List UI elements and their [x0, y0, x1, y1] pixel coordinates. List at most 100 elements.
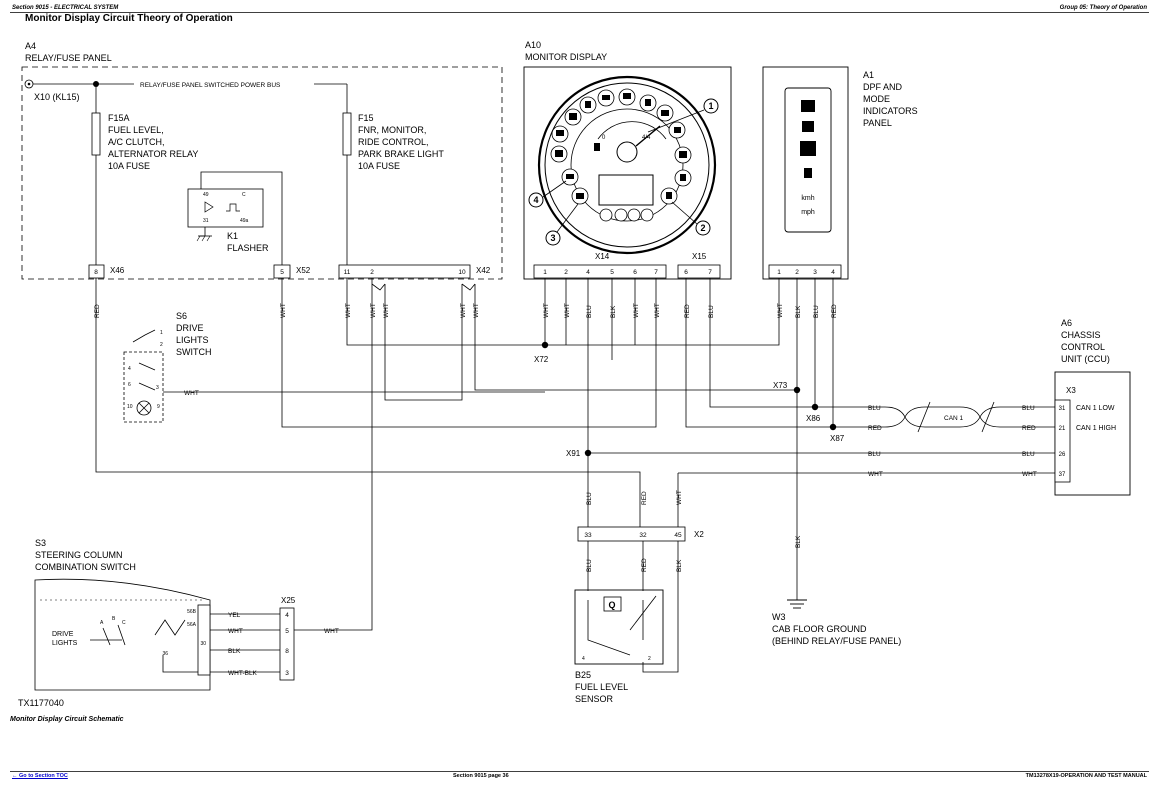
svg-text:31: 31: [1059, 406, 1066, 412]
svg-text:RED: RED: [641, 491, 648, 505]
callouts: [528, 98, 719, 246]
svg-text:B: B: [112, 616, 116, 622]
fuse-f15: [342, 112, 352, 156]
s6-switch-outline: [123, 351, 164, 423]
svg-text:3: 3: [813, 269, 817, 276]
svg-text:4: 4: [128, 366, 131, 372]
svg-text:BLU: BLU: [586, 305, 593, 318]
svg-text:WHT: WHT: [564, 303, 571, 318]
splice-x87: X87: [830, 434, 845, 443]
svg-text:2: 2: [564, 269, 568, 276]
splice-x72: X72: [534, 355, 549, 364]
svg-text:2: 2: [648, 656, 651, 662]
svg-text:RED: RED: [94, 304, 101, 318]
svg-text:Q: Q: [608, 600, 615, 610]
svg-text:1: 1: [160, 330, 163, 336]
svg-text:WHT: WHT: [228, 628, 243, 635]
a4-panel-outline: [21, 66, 503, 280]
go-to-section-toc-link[interactable]: ← Go to Section TOC: [12, 773, 68, 779]
svg-text:WHT: WHT: [184, 390, 199, 397]
svg-text:WHT: WHT: [370, 303, 377, 318]
header-section: Section 9015 - ELECTRICAL SYSTEM: [12, 5, 119, 11]
svg-text:WHT: WHT: [324, 628, 339, 635]
svg-text:mph: mph: [801, 209, 815, 216]
svg-text:33: 33: [584, 532, 592, 539]
callout-1: 1: [708, 101, 713, 111]
svg-text:WHT-BLK: WHT-BLK: [228, 670, 258, 677]
svg-text:4: 4: [586, 269, 590, 276]
svg-text:kmh: kmh: [801, 195, 814, 202]
x25-label: X25: [281, 596, 296, 605]
svg-text:BLU: BLU: [1022, 405, 1035, 412]
svg-text:36: 36: [162, 651, 168, 657]
ground-symbol: [787, 599, 807, 609]
svg-text:1: 1: [543, 269, 547, 276]
can-twisted-pair: [860, 401, 1001, 433]
svg-text:WHT: WHT: [777, 303, 784, 318]
x15-connector: [677, 264, 721, 279]
svg-text:WHT: WHT: [654, 303, 661, 318]
x2-label: X2: [694, 530, 704, 539]
svg-text:4: 4: [582, 656, 585, 662]
a1-outline: [762, 66, 849, 280]
indicator-ring: [550, 88, 692, 222]
svg-text:A: A: [100, 620, 104, 626]
svg-text:32: 32: [639, 532, 647, 539]
svg-text:10: 10: [127, 404, 133, 410]
svg-text:5: 5: [285, 628, 289, 635]
svg-text:5: 5: [280, 269, 284, 276]
svg-text:31: 31: [203, 218, 209, 224]
footer-page: Section 9015 page 36: [453, 773, 509, 779]
svg-text:WHT: WHT: [868, 471, 883, 478]
svg-text:WHT: WHT: [1022, 471, 1037, 478]
svg-text:56A: 56A: [187, 622, 197, 628]
svg-text:56B: 56B: [187, 609, 197, 615]
svg-text:6: 6: [684, 269, 688, 276]
fuse-f15a: [91, 112, 101, 156]
svg-text:WHT: WHT: [383, 303, 390, 318]
svg-text:WHT: WHT: [543, 303, 550, 318]
label-x10: X10 (KL15): [34, 92, 80, 102]
svg-text:RED: RED: [1022, 425, 1036, 432]
svg-text:WHT: WHT: [345, 303, 352, 318]
page-title: Monitor Display Circuit Theory of Operat…: [25, 13, 233, 24]
x46-connector: [88, 264, 105, 279]
svg-text:WHT: WHT: [633, 303, 640, 318]
svg-text:7: 7: [654, 269, 658, 276]
svg-text:37: 37: [1059, 472, 1066, 478]
callout-4: 4: [533, 195, 538, 205]
svg-text:4: 4: [285, 612, 289, 619]
svg-text:BLK: BLK: [610, 305, 617, 318]
svg-text:YEL: YEL: [228, 612, 241, 619]
svg-text:WHT: WHT: [473, 303, 480, 318]
svg-text:3: 3: [156, 385, 159, 391]
svg-text:BLU: BLU: [813, 305, 820, 318]
svg-text:WHT: WHT: [676, 490, 683, 505]
svg-text:2: 2: [160, 342, 163, 348]
svg-text:C: C: [122, 620, 126, 626]
callout-3: 3: [550, 233, 555, 243]
svg-text:RED: RED: [868, 425, 882, 432]
x46-label: X46: [110, 266, 125, 275]
wiring: [95, 278, 1055, 673]
splice-x91: X91: [566, 449, 581, 458]
svg-text:6: 6: [128, 382, 131, 388]
figure-id: TX1177040: [18, 698, 64, 708]
a1-connector: [768, 264, 842, 279]
svg-text:26: 26: [1059, 452, 1066, 458]
footer-manual: TM13278X19-OPERATION AND TEST MANUAL: [1025, 773, 1147, 779]
svg-text:CAN 1 LOW: CAN 1 LOW: [1076, 405, 1115, 412]
gauge-outer: [537, 75, 717, 255]
gauge-scale-empty: 0: [602, 135, 606, 141]
x3-connector: [1054, 399, 1071, 483]
x52-label: X52: [296, 266, 311, 275]
svg-text:49: 49: [203, 192, 209, 198]
